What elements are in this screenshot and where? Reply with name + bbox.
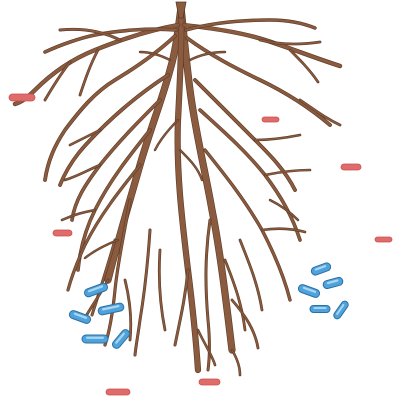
bacterium-highlight (314, 307, 327, 309)
root-branch (70, 130, 100, 145)
bacterium-body (297, 283, 320, 298)
root-branch (72, 100, 160, 220)
root-branch (135, 230, 150, 355)
soil-particle (53, 230, 72, 236)
bacterium (332, 300, 349, 320)
bacteria-cluster-left (68, 282, 131, 350)
bacterium-highlight (86, 337, 104, 339)
root-outline (184, 25, 340, 66)
root-system (15, 2, 340, 375)
bacterium (83, 282, 108, 298)
root-branch (45, 29, 176, 52)
soil-particle (375, 237, 392, 242)
bacteria-cluster-right (297, 262, 349, 320)
bacterium (310, 262, 332, 276)
bacterium-body (322, 277, 343, 290)
soil-particle (106, 389, 130, 395)
bacterium (310, 306, 330, 313)
root-outline (232, 350, 240, 375)
root-branch (198, 330, 215, 365)
bacterium (297, 283, 320, 298)
root-branch (45, 62, 70, 100)
soil-particle (262, 117, 279, 122)
bacterium-body (111, 328, 131, 350)
soil-particle (9, 94, 35, 101)
root-outline (72, 100, 160, 220)
bacterium-body (310, 262, 332, 276)
bacterium (82, 335, 108, 343)
root-branch (187, 38, 330, 125)
bacterium-body (82, 335, 108, 343)
bacterium (111, 328, 131, 350)
bacterium (322, 277, 343, 290)
soil-particle (341, 164, 361, 170)
soil-particle (199, 379, 220, 385)
bacterium-body (83, 282, 108, 298)
